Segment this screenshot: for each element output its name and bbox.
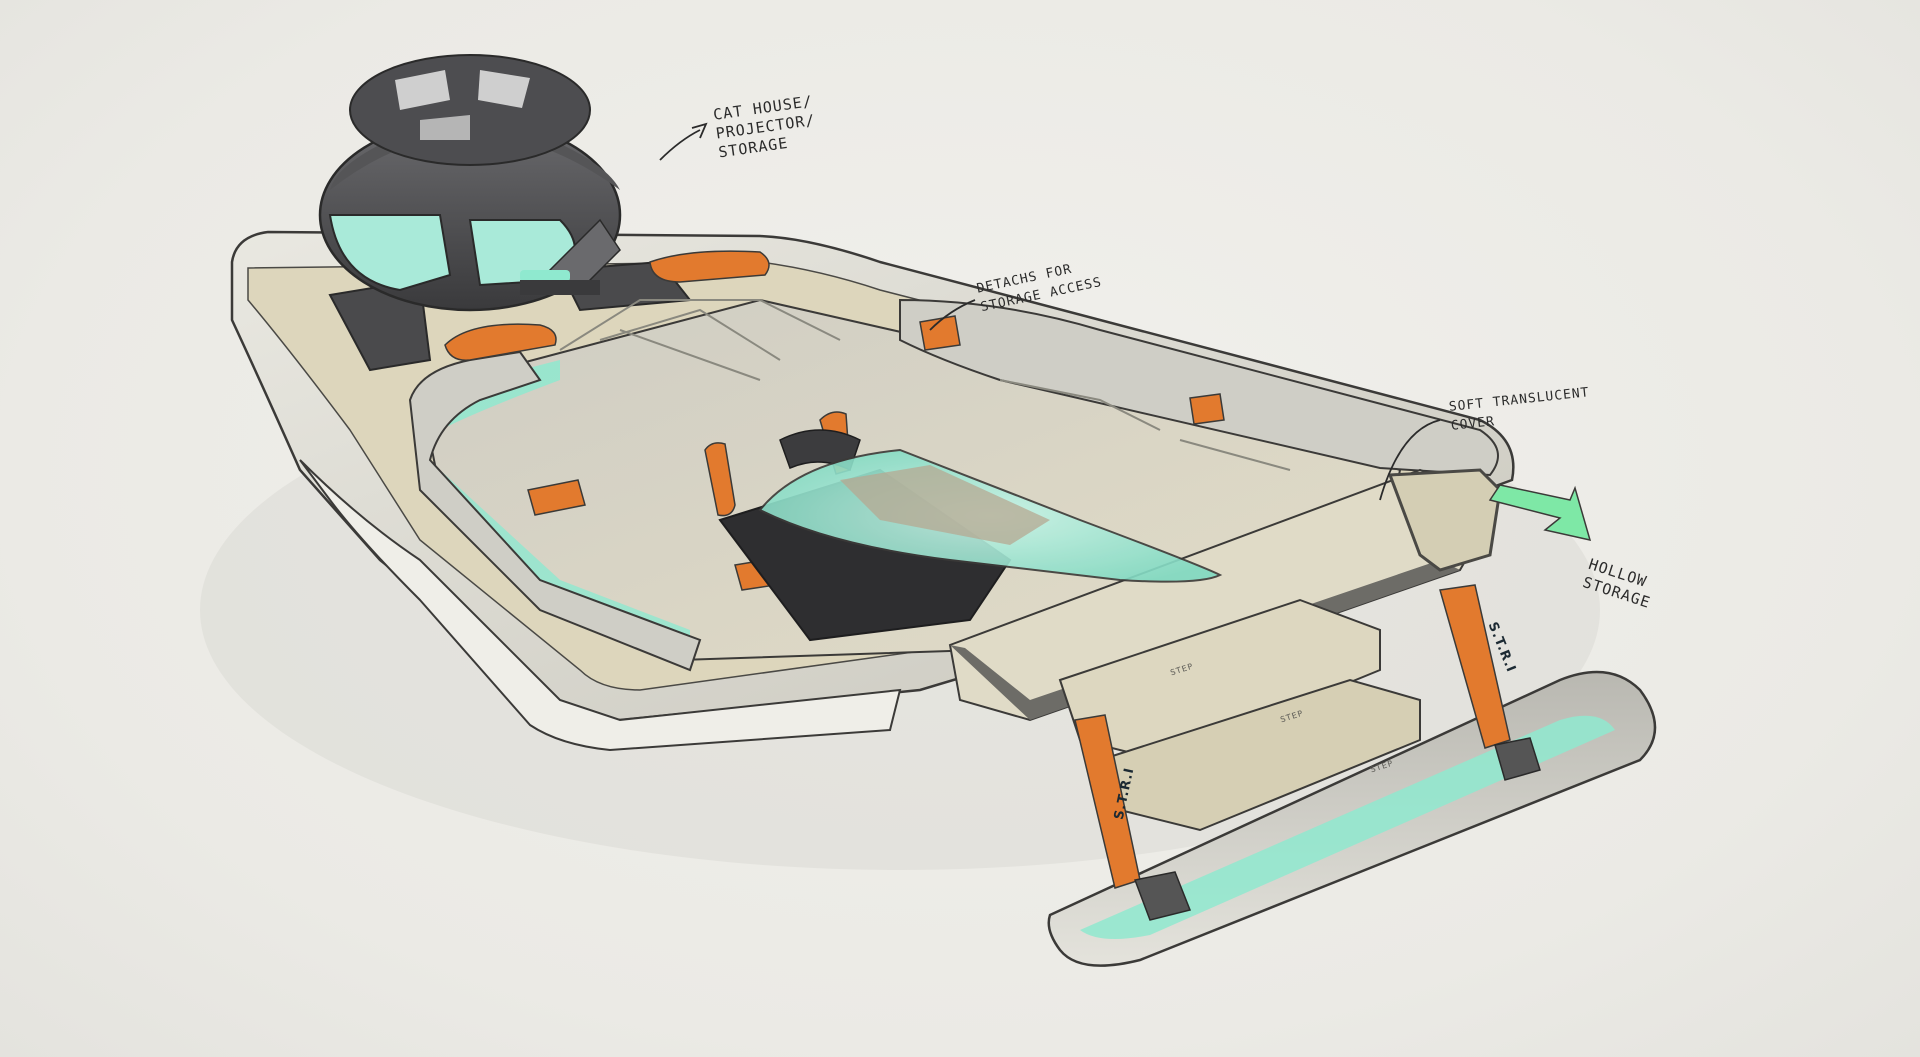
cutaway-hatch	[950, 560, 1460, 720]
hull-lower-side	[299, 459, 902, 752]
canopy-inner-panel	[840, 465, 1050, 545]
strap-bracket-left	[1133, 871, 1192, 921]
steering-column	[779, 429, 861, 472]
cat-house-pod	[318, 54, 622, 312]
annotation-leaders	[659, 122, 1441, 501]
bumper-glow	[1080, 715, 1615, 939]
right-tube-rail	[899, 298, 1499, 477]
strap-right	[1439, 584, 1511, 749]
hollow-storage-arrow	[1488, 484, 1592, 542]
hollow-storage-profile	[1387, 468, 1502, 572]
interior-truss	[559, 299, 1291, 471]
left-tube-rail	[408, 350, 702, 672]
strap-bracket-right	[1494, 737, 1541, 781]
